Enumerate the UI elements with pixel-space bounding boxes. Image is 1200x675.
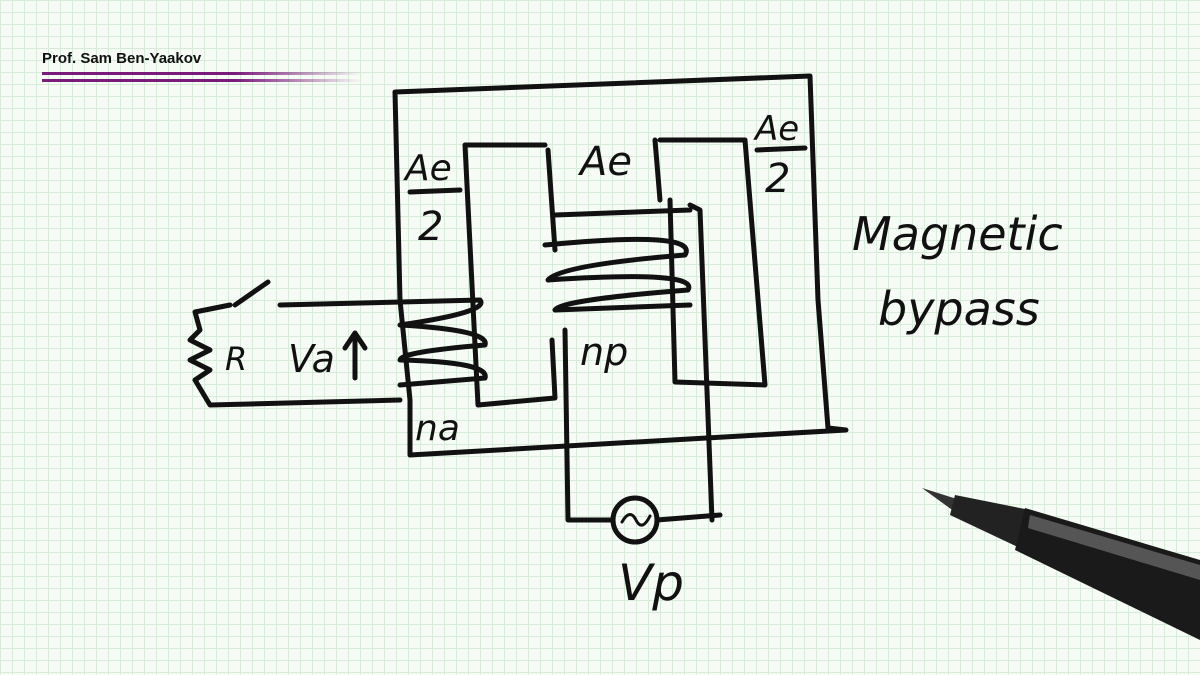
header-rule bbox=[42, 79, 362, 82]
aux-turns-label: na bbox=[415, 408, 460, 449]
primary-wire bbox=[562, 327, 723, 523]
center-leg-area-label: Ae bbox=[577, 139, 632, 185]
left-leg-area-label: Ae bbox=[403, 148, 452, 189]
auxiliary-coil bbox=[277, 297, 488, 388]
pen-icon bbox=[922, 488, 1200, 640]
right-leg-divisor-label: 2 bbox=[765, 156, 790, 202]
left-leg-divisor-label: 2 bbox=[418, 204, 443, 250]
center-leg-left bbox=[545, 147, 558, 253]
ac-source-icon bbox=[610, 495, 660, 545]
primary-coil bbox=[542, 202, 715, 523]
center-leg-right bbox=[652, 137, 663, 203]
arrow-up-icon bbox=[342, 330, 368, 381]
right-leg-area-label: Ae bbox=[753, 109, 799, 149]
right-window bbox=[657, 137, 768, 388]
title-bypass: bypass bbox=[878, 282, 1040, 336]
switch-icon bbox=[232, 279, 271, 308]
aux-voltage-label: Va bbox=[288, 337, 335, 381]
resistor-label: R bbox=[225, 340, 247, 378]
core-outline bbox=[392, 73, 849, 458]
primary-turns-label: np bbox=[580, 330, 628, 374]
primary-voltage-label: Vp bbox=[618, 554, 684, 612]
header-rule bbox=[42, 72, 362, 75]
author-name: Prof. Sam Ben-Yaakov bbox=[42, 50, 202, 67]
aux-wire bbox=[187, 302, 403, 408]
title-magnetic: Magnetic bbox=[852, 207, 1063, 261]
left-window bbox=[462, 142, 558, 408]
